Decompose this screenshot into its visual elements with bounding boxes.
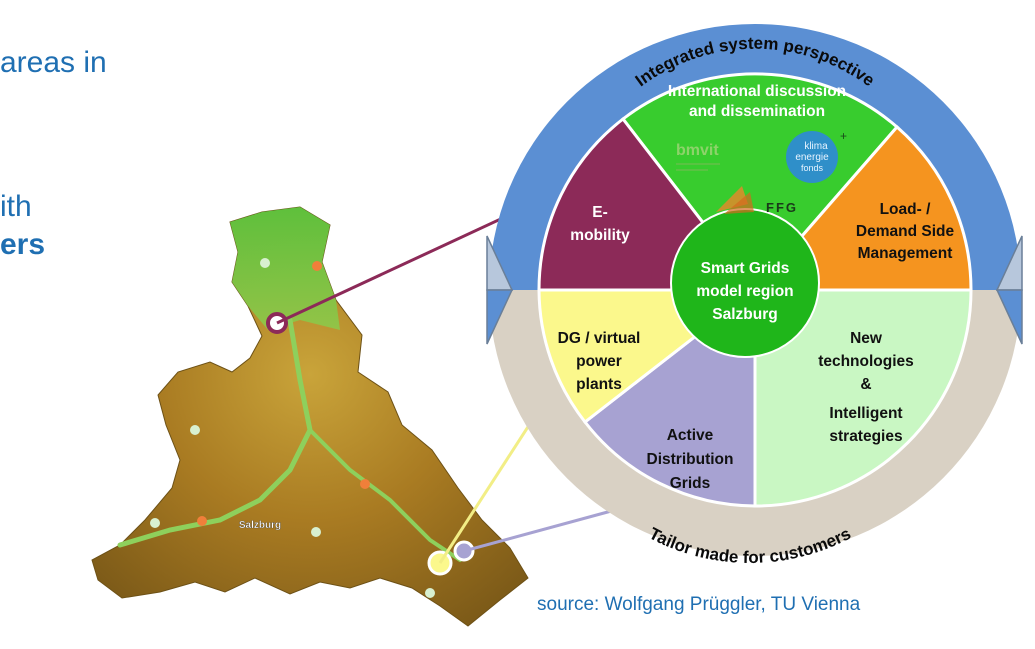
international-label-2: and dissemination xyxy=(689,103,825,120)
active-label-2: Distribution xyxy=(647,451,734,468)
active-label-1: Active xyxy=(667,427,714,444)
svg-text:fonds: fonds xyxy=(801,163,824,173)
emobility-label-1: E- xyxy=(592,204,608,221)
load-label-2: Demand Side xyxy=(856,223,955,240)
slide-text-line-1: areas in xyxy=(0,46,107,79)
right-arrow-icon xyxy=(995,235,1023,345)
dg-label-1: DG / virtual xyxy=(558,330,641,347)
map-dot xyxy=(190,425,200,435)
connector-active xyxy=(463,508,616,553)
connector-emobility xyxy=(276,208,521,325)
source-note: source: Wolfgang Prüggler, TU Vienna xyxy=(537,594,861,615)
slide-text-line-2: ith xyxy=(0,190,32,223)
newtech-label-5: strategies xyxy=(829,428,902,445)
newtech-label-2: technologies xyxy=(818,353,914,370)
map-dot xyxy=(311,527,321,537)
emobility-label-2: mobility xyxy=(570,227,630,244)
active-label-3: Grids xyxy=(670,475,710,492)
map-dot xyxy=(312,261,322,271)
newtech-label-4: Intelligent xyxy=(829,405,902,422)
map-city-label: Salzburg xyxy=(239,520,281,531)
newtech-label-3: & xyxy=(860,376,871,393)
svg-text:+: + xyxy=(840,129,847,143)
map-north-lowlands xyxy=(230,207,340,330)
map-dot xyxy=(260,258,270,268)
newtech-label-1: New xyxy=(850,330,883,347)
slide-text-line-3: ers xyxy=(0,228,46,261)
map-dot xyxy=(197,516,207,526)
load-label-1: Load- / xyxy=(880,201,931,218)
map-dot xyxy=(360,479,370,489)
map-valley xyxy=(117,317,313,548)
international-label-1: International discussion xyxy=(668,83,846,100)
segment-newtech xyxy=(753,288,973,508)
klima-energie-fonds-logo: klima energie fonds + xyxy=(786,129,847,183)
hub-label-1: Smart Grids xyxy=(701,260,790,277)
map-dot xyxy=(425,588,435,598)
svg-text:klima: klima xyxy=(804,141,828,152)
load-label-3: Management xyxy=(858,245,953,262)
hub-label-3: Salzburg xyxy=(712,306,777,323)
salzburg-map: Salzburg xyxy=(91,206,529,627)
map-valley-east xyxy=(308,428,462,562)
svg-text:energie: energie xyxy=(795,152,829,163)
dg-label-3: plants xyxy=(576,376,622,393)
dg-label-2: power xyxy=(576,353,622,370)
bmvit-logo: bmvit xyxy=(676,142,720,171)
left-arrow-icon xyxy=(486,235,514,345)
ffg-logo: FFG xyxy=(716,186,798,215)
svg-text:FFG: FFG xyxy=(766,200,798,215)
segment-international xyxy=(620,72,900,293)
svg-text:bmvit: bmvit xyxy=(676,142,719,159)
hub-label-2: model region xyxy=(696,283,793,300)
map-dot xyxy=(150,518,160,528)
smart-grids-wheel: Integrated system perspective Tailor mad… xyxy=(486,24,1023,567)
